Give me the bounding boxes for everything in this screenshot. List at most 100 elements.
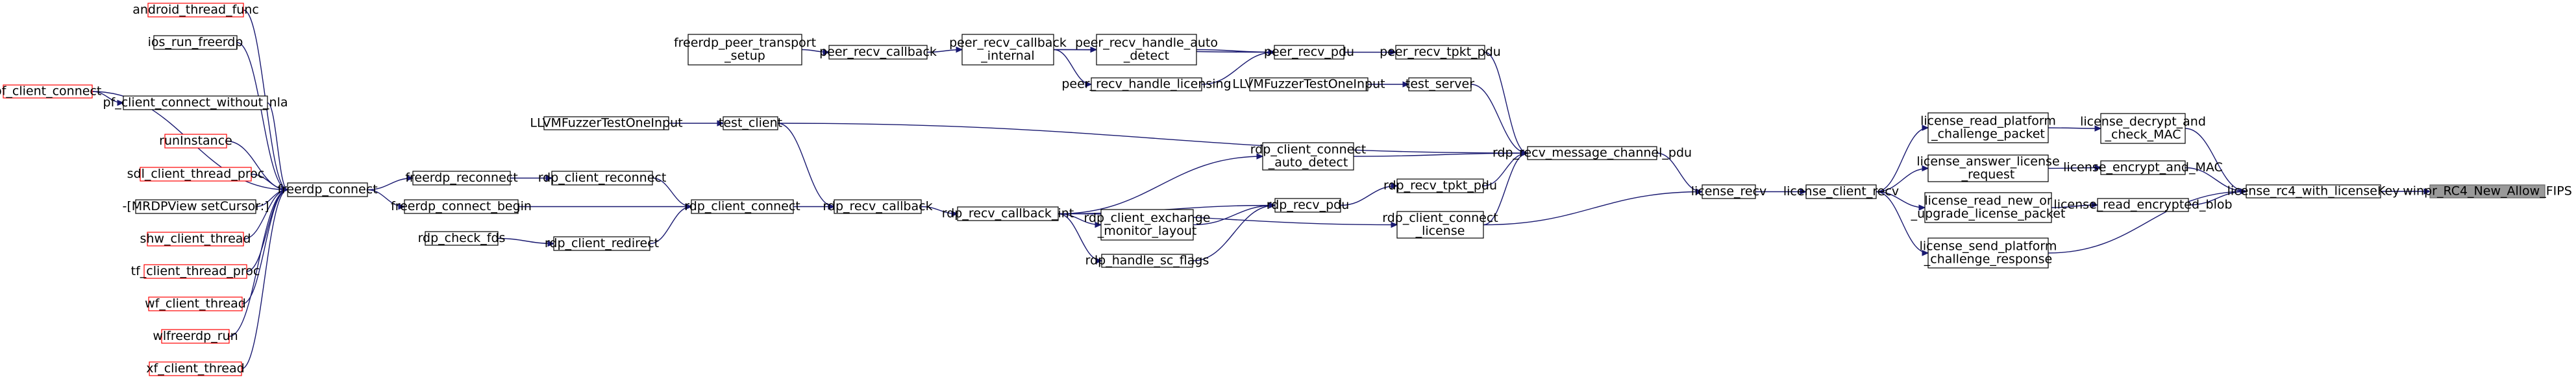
node-label: _upgrade_license_packet (1911, 207, 2066, 221)
node-read-new[interactable]: license_read_new_or_upgrade_license_pack… (1911, 192, 2066, 223)
node-freerdp-reconnect[interactable]: freerdp_reconnect (405, 171, 518, 186)
node-callback-int[interactable]: rdp_recv_callback_int (942, 206, 1074, 221)
node-box (148, 296, 243, 311)
node-box (1395, 45, 1485, 60)
edge-read-new-to-read-blob (2051, 202, 2099, 208)
node-label: license_encrypt_and_MAC (2063, 160, 2223, 175)
arrowhead (547, 240, 555, 247)
node-rdp-callback[interactable]: rdp_recv_callback (823, 199, 933, 214)
node-runinstance[interactable]: runInstance (159, 134, 232, 149)
node-box (1100, 209, 1194, 241)
node-label: peer_recv_handle_licensing (1061, 77, 1231, 91)
node-license-recv[interactable]: license_recv (1691, 184, 1767, 199)
node-box (1101, 254, 1193, 268)
node-peer-auto[interactable]: peer_recv_handle_auto_detect (1075, 34, 1218, 66)
node-box (828, 45, 928, 60)
node-send-platform[interactable]: license_send_platform_challenge_response (1920, 237, 2057, 269)
node-peer-tpkt[interactable]: peer_recv_tpkt_pdu (1380, 45, 1501, 60)
node-read-platform[interactable]: license_read_platform_challenge_packet (1920, 112, 2056, 143)
node-shw[interactable]: shw_client_thread (140, 232, 251, 247)
node-label: rdp_client_exchange (1084, 211, 1211, 225)
edge-line (2048, 191, 2247, 254)
node-box (1527, 146, 1657, 160)
node-client-connect[interactable]: rdp_client_connect (684, 199, 800, 214)
node-rdp-pdu[interactable]: rdp_recv_pdu (1267, 198, 1350, 213)
arrowhead (956, 46, 963, 53)
edge-connect-auto-to-recv-message (1353, 150, 1529, 157)
arrowhead (1095, 221, 1102, 228)
edge-client-recv-to-send-platform (1876, 191, 1929, 256)
node-ios[interactable]: ios_run_freerdp (148, 35, 243, 50)
edge-peer-callback-to-peer-callback-int (926, 46, 963, 53)
node-pf-nla[interactable]: pf_client_connect_without_nla (103, 95, 288, 110)
edge-client-recv-to-answer (1876, 165, 1929, 193)
node-connect-license[interactable]: rdp_client_connect_license (1382, 211, 1498, 239)
arrowhead (823, 49, 830, 56)
node-box (1927, 112, 2049, 143)
node-box (412, 171, 511, 186)
node-freerdp-connect[interactable]: freerdp_connect (277, 182, 378, 197)
node-recv-message[interactable]: rdp_recv_message_channel_pdu (1492, 146, 1692, 160)
node-tf[interactable]: tf_client_thread_proc (131, 264, 260, 279)
node-box (2246, 184, 2381, 199)
node-client-recv[interactable]: license_client_recv (1783, 184, 1899, 199)
node-reconnect[interactable]: rdp_client_reconnect (538, 171, 667, 186)
node-encrypt-mac[interactable]: license_encrypt_and_MAC (2063, 160, 2223, 175)
edge-line (1058, 156, 1263, 215)
node-peer-callback[interactable]: peer_recv_callback (819, 45, 937, 60)
node-label: rdp_check_fds (418, 231, 506, 245)
node-sc-flags[interactable]: rdp_handle_sc_flags (1085, 254, 1209, 268)
edge-rdp-pdu-to-rdp-tpkt (1340, 182, 1398, 206)
node-label: rdp_recv_callback_int (942, 206, 1074, 221)
edge-peer-licensing-to-peer-pdu (1201, 49, 1276, 85)
node-rdp-tpkt[interactable]: rdp_recv_tpkt_pdu (1383, 178, 1497, 193)
node-transport-setup[interactable]: freerdp_peer_transport_setup (674, 34, 816, 66)
edge-peer-pdu-to-peer-tpkt (1344, 49, 1397, 56)
node-peer-licensing[interactable]: peer_recv_handle_licensing (1061, 77, 1231, 91)
node-android[interactable]: android_thread_func (132, 3, 259, 18)
node-test-server[interactable]: test_server (1406, 77, 1474, 91)
node-answer[interactable]: license_answer_license_request (1916, 154, 2060, 182)
node-mrdpview[interactable]: -[MRDPView setCursor:] (122, 199, 269, 214)
node-box (1274, 198, 1341, 213)
node-label: test_server (1406, 77, 1474, 91)
node-wf[interactable]: wf_client_thread (145, 296, 246, 311)
node-pf-connect[interactable]: pf_client_connect (0, 84, 101, 99)
node-test-client[interactable]: test_client (719, 116, 782, 130)
node-label: peer_recv_callback (949, 36, 1067, 50)
node-redirect[interactable]: rdp_client_redirect (545, 236, 659, 251)
node-label: _check_MAC (2105, 128, 2181, 142)
edge-license-rc4-to-focus (2381, 188, 2431, 195)
arrowhead (1269, 202, 1276, 209)
edge-line (1196, 49, 1275, 53)
node-read-blob[interactable]: license_read_encrypted_blob (2053, 198, 2232, 212)
node-label: ios_run_freerdp (148, 35, 243, 49)
arrowhead (1256, 153, 1264, 160)
node-label: _auto_detect (1268, 156, 1348, 170)
node-label: wlfreerdp_run (153, 329, 238, 343)
node-fuzz-client[interactable]: LLVMFuzzerTestOneInput (530, 116, 682, 130)
node-box (1262, 142, 1354, 171)
node-peer-callback-int[interactable]: peer_recv_callback_internal (949, 34, 1067, 66)
edge-test-client-to-rdp-callback (777, 123, 836, 210)
node-label: license_read_encrypted_blob (2053, 198, 2232, 212)
arrowhead (717, 120, 724, 127)
node-check-fds[interactable]: rdp_check_fds (418, 231, 506, 246)
node-connect-begin[interactable]: freerdp_connect_begin (391, 199, 532, 214)
node-sdl[interactable]: sdl_client_thread_proc (127, 167, 265, 182)
edge-line (1876, 167, 1929, 193)
node-label: freerdp_connect (277, 182, 377, 197)
node-fuzz-server[interactable]: LLVMFuzzerTestOneInput (1232, 77, 1385, 91)
node-wlfreerdp[interactable]: wlfreerdp_run (153, 329, 238, 344)
edge-check-fds-to-redirect (497, 237, 555, 247)
node-focus[interactable]: winpr_RC4_New_Allow_FIPS (2403, 184, 2572, 199)
node-license-rc4[interactable]: license_rc4_with_licenseKey (2227, 184, 2400, 199)
node-box (1805, 184, 1877, 199)
node-connect-auto[interactable]: rdp_client_connect_auto_detect (1250, 142, 1367, 171)
node-exchange[interactable]: rdp_client_exchange_monitor_layout (1084, 209, 1211, 241)
node-label: LLVMFuzzerTestOneInput (1232, 77, 1385, 91)
node-peer-pdu[interactable]: peer_recv_pdu (1264, 45, 1354, 60)
node-label: _request (1961, 167, 2015, 182)
node-decrypt-mac[interactable]: license_decrypt_and_check_MAC (2080, 113, 2206, 144)
node-xf[interactable]: xf_client_thread (146, 361, 245, 376)
